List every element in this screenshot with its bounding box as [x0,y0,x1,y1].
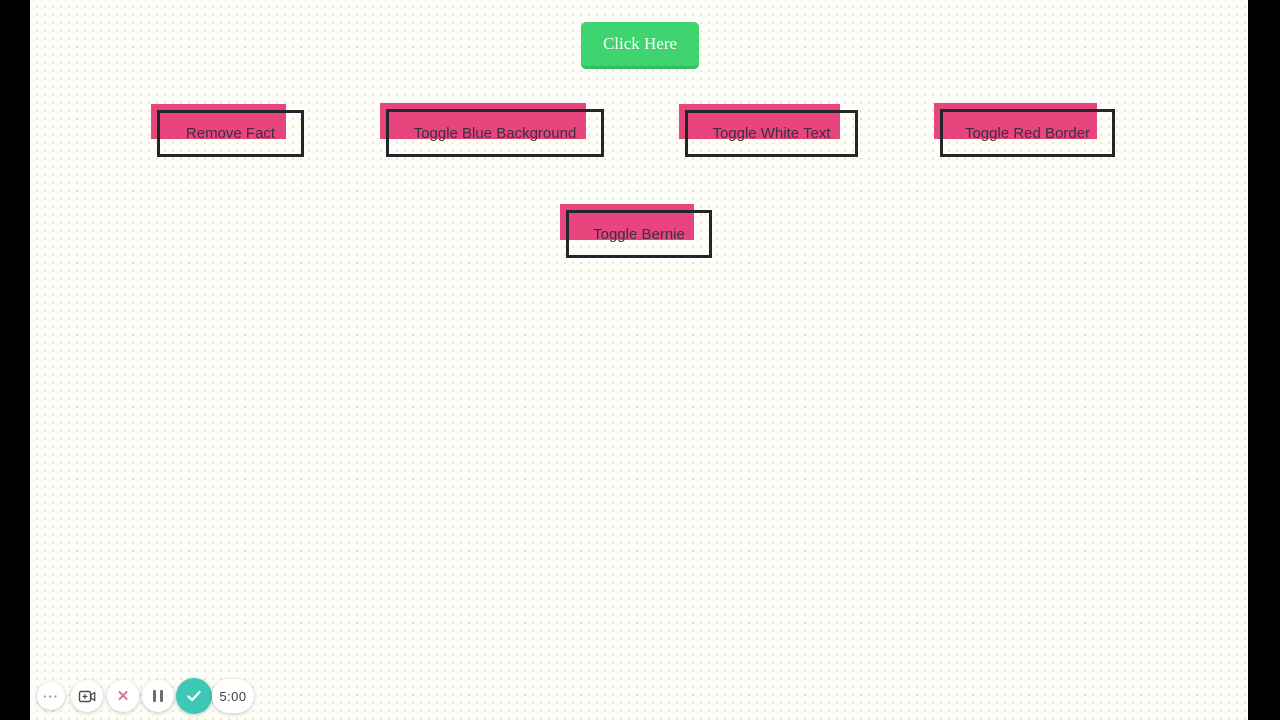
button-frame: Toggle Blue Background [386,109,604,157]
pause-icon [160,690,163,702]
right-letterbox-bar [1248,0,1280,720]
pause-button[interactable] [142,680,174,712]
toggle-white-text-button[interactable]: Toggle White Text [679,104,858,157]
toggle-red-border-button[interactable]: Toggle Red Border [934,103,1115,157]
button-frame: Toggle Bernie [566,210,712,258]
camera-add-icon [78,690,96,703]
click-here-button[interactable]: Click Here [581,22,699,69]
toggle-bernie-button[interactable]: Toggle Bernie [560,204,712,258]
toggle-bernie-label: Toggle Bernie [593,225,685,243]
toggle-blue-background-label: Toggle Blue Background [413,124,577,142]
cancel-button[interactable]: ✕ [107,680,139,712]
more-options-button[interactable]: ··· [37,682,65,710]
add-recording-button[interactable] [71,680,103,712]
confirm-button[interactable] [176,678,212,714]
toggle-white-text-label: Toggle White Text [712,125,831,142]
remove-fact-label: Remove Fact [185,125,276,142]
button-frame: Toggle Red Border [940,109,1115,157]
checkmark-icon [187,690,201,702]
button-frame: Toggle White Text [685,110,858,157]
pause-icon [153,690,156,702]
timer-value: 5:00 [219,688,247,704]
button-frame: Remove Fact [157,110,304,157]
ellipsis-icon: ··· [43,688,59,704]
pink-fill [679,104,840,139]
toggle-blue-background-button[interactable]: Toggle Blue Background [380,103,604,157]
close-x-icon: ✕ [116,688,130,705]
pink-fill [151,104,286,139]
toggle-red-border-label: Toggle Red Border [964,124,1091,142]
remove-fact-button[interactable]: Remove Fact [151,104,304,157]
page-canvas: Click Here Remove Fact Toggle Blue Backg… [30,0,1248,720]
timer-display: 5:00 [212,679,254,713]
left-letterbox-bar [0,0,30,720]
